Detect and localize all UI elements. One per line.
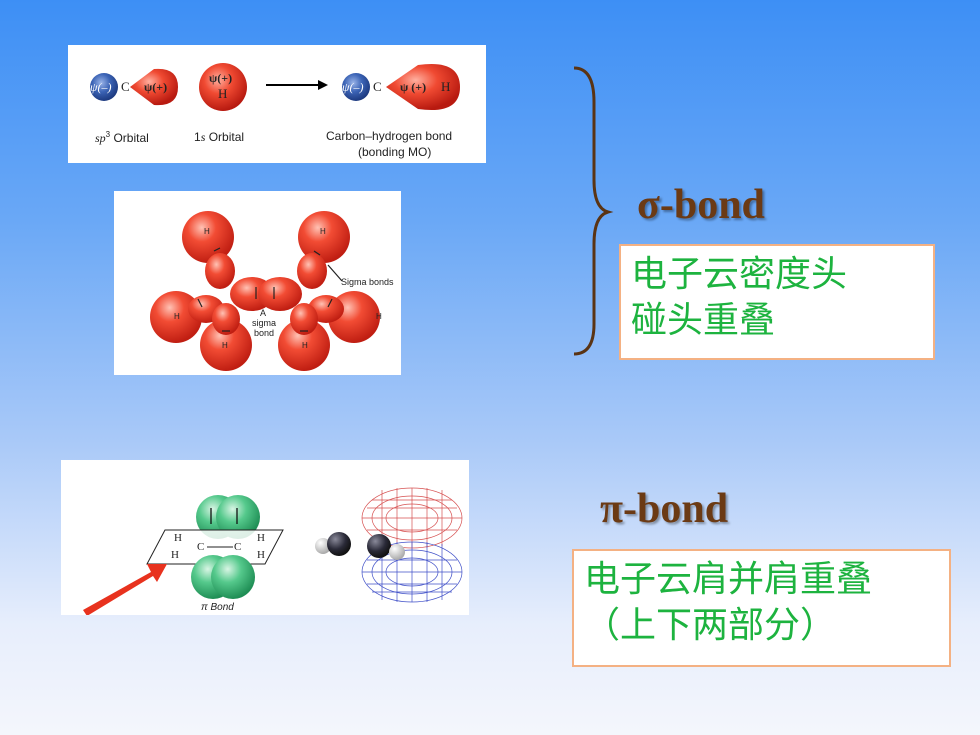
bond-psi-negative-label: ψ(–) — [342, 80, 364, 94]
orbital-overlap-figure — [90, 63, 460, 111]
pi-description-line2: （上下两部分） — [584, 605, 837, 646]
bond-caption-line2: (bonding MO) — [358, 145, 432, 159]
pi-c-label-right: C — [234, 541, 242, 553]
sigma-description-line2: 碰头重叠 — [631, 300, 776, 341]
h-label-l: H — [174, 312, 180, 321]
top-right-h-sphere — [298, 211, 350, 263]
wire-h-left — [315, 538, 331, 554]
spin-5 — [197, 298, 203, 308]
pi-c-label-left: C — [197, 541, 205, 553]
pi-bond-panel: H H C C H H Nodal plane π Bond — [61, 460, 469, 615]
sigma-description-box: 电子云密度头 碰头重叠 — [619, 244, 935, 360]
sigma-description-line1: 电子云密度头 — [631, 254, 848, 295]
sigma-leader — [327, 264, 343, 282]
wireframe-model — [361, 487, 463, 603]
s-suffix: Orbital — [205, 130, 245, 144]
pi-h-label-br: H — [257, 549, 265, 561]
lobe-tl — [205, 253, 235, 289]
nodal-plane-arrow — [83, 564, 167, 615]
sp3-suffix: Orbital — [110, 131, 149, 145]
sigma-bond-model-figure — [150, 211, 380, 371]
lobe-bl — [212, 303, 240, 335]
brace-path — [573, 66, 614, 356]
cc-lobe-right — [258, 277, 302, 311]
h-label-r: H — [376, 312, 382, 321]
lobe-tr — [297, 253, 327, 289]
spin-1 — [213, 247, 221, 252]
pi-description-line1: 电子云肩并肩重叠 — [584, 559, 873, 600]
sp3-orbital-caption: sp3 Orbital — [95, 130, 149, 146]
h-label-bl: H — [222, 341, 228, 350]
a-sigma-bond-line2: sigma — [252, 318, 277, 328]
sp3-italic: sp — [95, 131, 106, 145]
wire-c-left — [327, 532, 351, 556]
s-orbital-caption: 1s Orbital — [194, 130, 244, 145]
psi-negative-label: ψ(–) — [90, 80, 112, 94]
pi-upper-right-lobe — [216, 495, 260, 539]
s-orbital-lobe — [199, 63, 247, 111]
pi-h-label-tl: H — [174, 532, 182, 544]
bond-hydrogen-label: H — [441, 79, 451, 94]
pi-h-label-bl: H — [171, 549, 179, 561]
psi-positive-label: ψ(+) — [144, 80, 168, 94]
spin-2 — [313, 250, 321, 256]
sigma-bonds-label: Sigma bonds — [341, 277, 394, 287]
bond-carbon-label: C — [373, 79, 382, 94]
bottom-left-h-sphere — [200, 319, 252, 371]
top-left-h-sphere — [182, 211, 234, 263]
bond-small-lobe — [342, 73, 370, 101]
h-label-tr: H — [320, 227, 326, 236]
wire-c-right — [367, 534, 391, 558]
s-psi-positive-label: ψ(+) — [209, 71, 233, 85]
s-italic: s — [200, 130, 206, 144]
pi-bond-title: π-bond — [600, 486, 729, 532]
orbital-overlap-panel: ψ(–) C ψ(+) ψ(+) H ψ(–) C ψ (+) H sp3 Or… — [68, 45, 486, 163]
grouping-brace — [573, 66, 614, 356]
sp3-large-lobe — [130, 68, 178, 106]
bond-caption-line1: Carbon–hydrogen bond — [326, 129, 453, 143]
lobe-br — [290, 303, 318, 335]
h-label-br: H — [302, 341, 308, 350]
a-sigma-bond-line3: bond — [254, 328, 275, 338]
sigma-bond-title: σ-bond — [637, 182, 765, 228]
sp3-superscript: 3 — [105, 130, 111, 139]
bond-large-lobe — [386, 63, 460, 111]
pi-bond-caption: π Bond — [201, 602, 234, 613]
wire-h-right — [389, 544, 405, 560]
bottom-right-h-sphere — [278, 319, 330, 371]
bond-psi-positive-label: ψ (+) — [400, 80, 427, 94]
s-hydrogen-label: H — [218, 86, 228, 101]
spin-6 — [327, 298, 333, 308]
sigma-bond-model-panel: H H H H H H Sigma bonds A sigma bond — [114, 191, 401, 375]
carbon-label: C — [121, 79, 130, 94]
s-number: 1 — [194, 130, 201, 144]
pi-bond-figure — [83, 487, 463, 615]
left-h-sphere — [150, 291, 202, 343]
reaction-arrowhead — [318, 80, 328, 90]
pi-lower-right-lobe — [211, 555, 255, 599]
h-label-tl: H — [204, 227, 210, 236]
pi-description-box: 电子云肩并肩重叠 （上下两部分） — [572, 549, 951, 667]
a-sigma-bond-line1: A — [260, 308, 267, 318]
pi-h-label-tr: H — [257, 532, 265, 544]
sp3-small-lobe — [90, 73, 118, 101]
